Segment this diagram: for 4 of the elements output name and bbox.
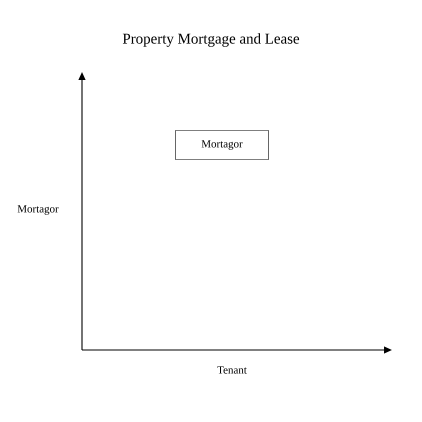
axis-label: Mortagor (18, 205, 59, 215)
axis-label: Tenant (217, 366, 247, 374)
label-box: Mortagor (175, 130, 269, 160)
title: Property Mortgage and Lease (122, 33, 300, 47)
